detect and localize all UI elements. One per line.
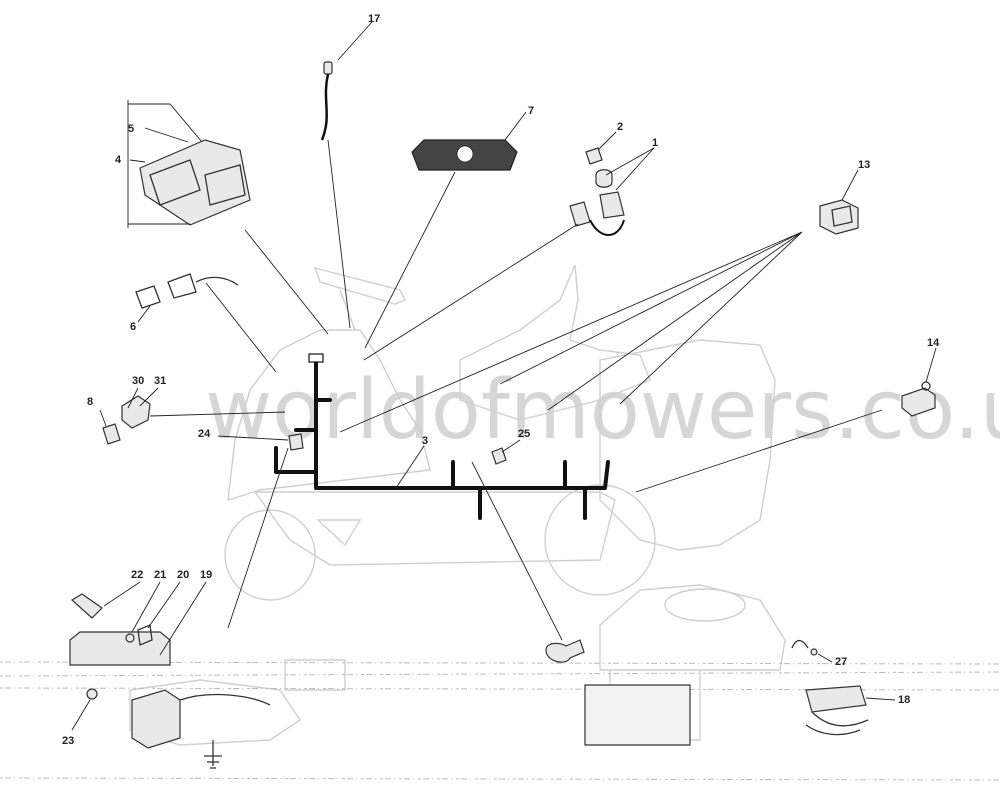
leader-lines (71, 21, 937, 731)
callout-20: 20 (177, 569, 189, 581)
parts (69, 61, 936, 769)
callout-24: 24 (198, 428, 211, 440)
callout-19: 19 (200, 569, 212, 581)
callout-7: 7 (528, 105, 534, 117)
callout-22: 22 (131, 569, 143, 581)
callouts: 1 2 3 4 5 6 7 8 13 14 17 18 19 20 21 22 … (62, 13, 940, 747)
callout-25: 25 (518, 428, 530, 440)
callout-2: 2 (617, 121, 623, 133)
callout-14: 14 (927, 337, 940, 349)
callout-17: 17 (368, 13, 380, 25)
wiring-harness (274, 353, 610, 520)
callout-8: 8 (87, 396, 93, 408)
callout-1: 1 (652, 137, 658, 149)
callout-3: 3 (422, 435, 428, 447)
callout-21: 21 (154, 569, 166, 581)
callout-5: 5 (128, 123, 134, 135)
watermark: worldofmowers.co.uk (205, 363, 1000, 458)
callout-27: 27 (835, 656, 847, 668)
callout-31: 31 (154, 375, 166, 387)
callout-4: 4 (115, 154, 122, 166)
callout-6: 6 (130, 321, 136, 333)
mower-outline (129, 264, 786, 746)
callout-23: 23 (62, 735, 74, 747)
callout-30: 30 (132, 375, 144, 387)
callout-13: 13 (858, 159, 870, 171)
callout-18: 18 (898, 694, 910, 706)
